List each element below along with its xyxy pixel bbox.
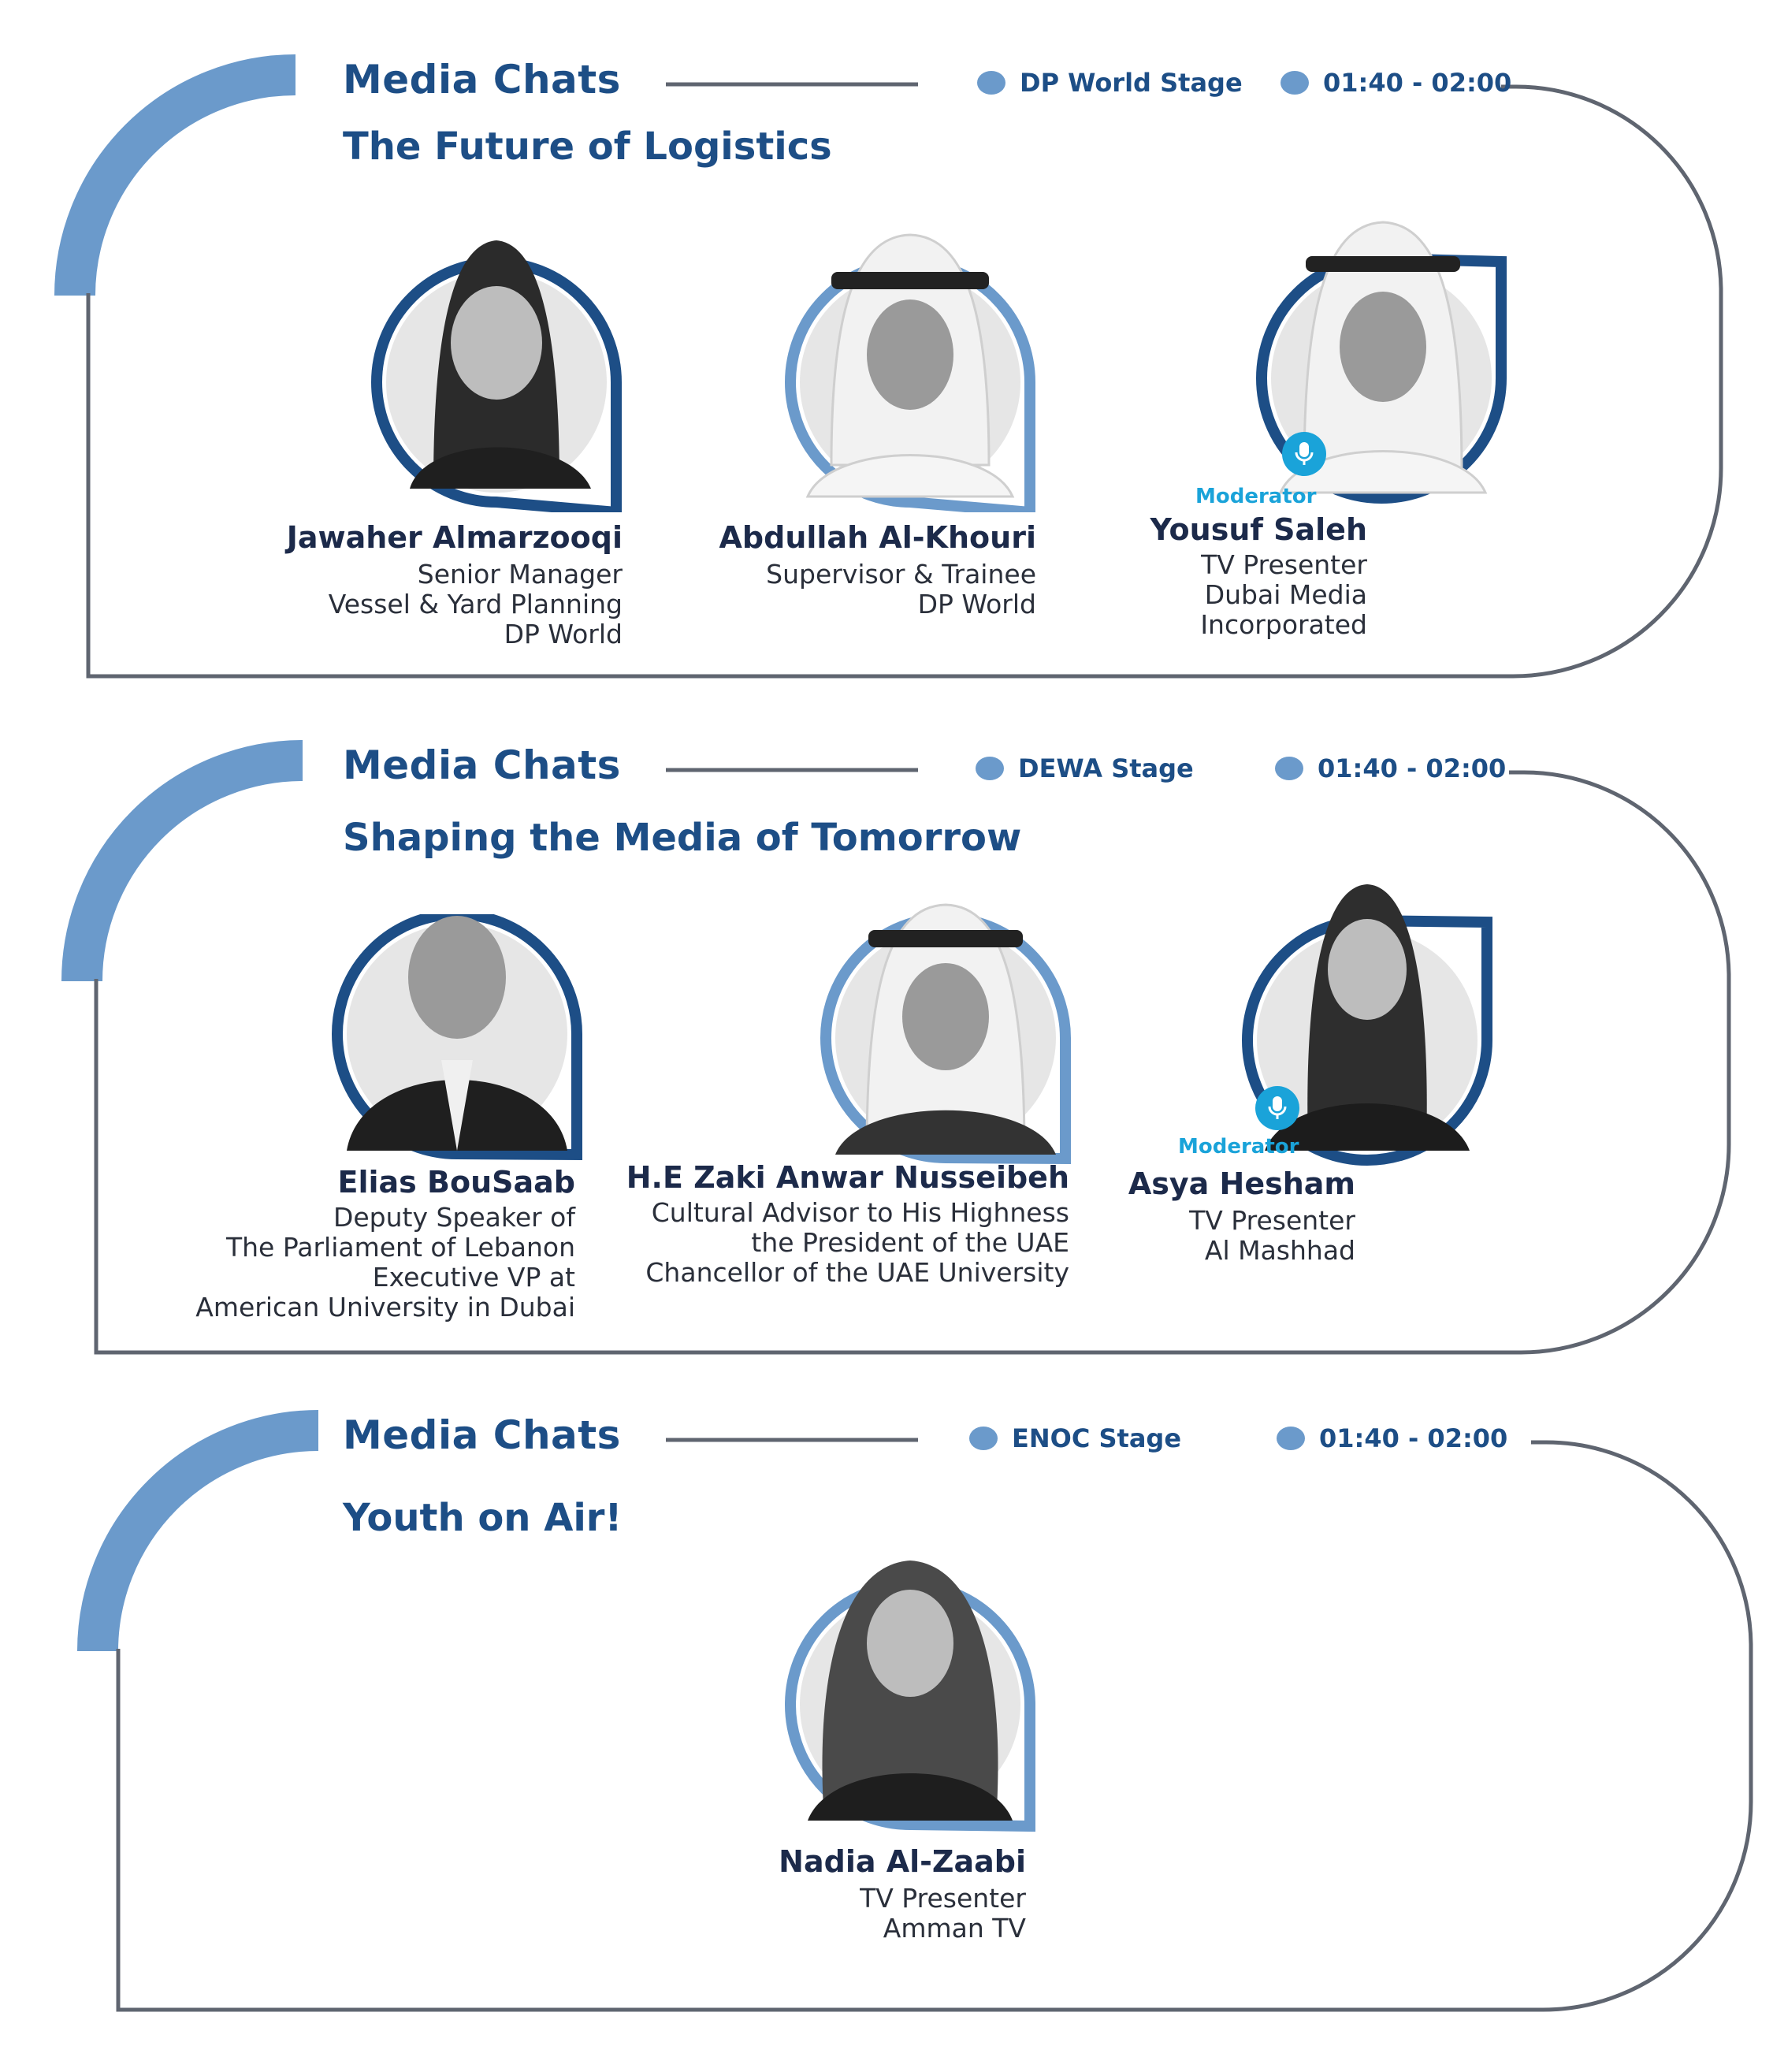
dot-icon <box>977 71 1005 95</box>
speaker-title-line: Al Mashhad <box>1204 1235 1355 1266</box>
stage-name: DP World Stage <box>1020 68 1243 98</box>
speaker-card: Elias BouSaab Deputy Speaker of The Parl… <box>195 914 591 1356</box>
speaker-title-line: DP World <box>504 619 623 649</box>
speaker-title-line: Amman TV <box>883 1913 1026 1944</box>
session-kicker: Media Chats <box>343 57 621 102</box>
dot-icon <box>1277 1427 1305 1450</box>
speaker-title-lines: TV Presenter Amman TV <box>860 1884 1026 1944</box>
dot-icon <box>969 1427 998 1450</box>
moderator-tag: Moderator <box>1178 1135 1299 1159</box>
speaker-title-line: DP World <box>917 589 1036 619</box>
speaker-portrait <box>332 914 582 1161</box>
dot-icon <box>1275 757 1303 780</box>
speaker-portrait <box>785 233 1035 512</box>
speaker-title-line: The Parliament of Lebanon <box>225 1232 575 1263</box>
dot-icon <box>1280 71 1309 95</box>
speaker-portrait <box>1256 221 1507 504</box>
speaker-title-lines: Senior Manager Vessel & Yard Planning DP… <box>329 560 623 649</box>
session-title: Shaping the Media of Tomorrow <box>343 816 1022 860</box>
speaker-title-line: Incorporated <box>1200 609 1367 640</box>
session-card: Media Chats DP World Stage 01:40 - 02:00… <box>0 0 1773 694</box>
moderator-tag: Moderator <box>1195 485 1317 508</box>
speaker-card: Moderator Asya Hesham TV Presenter Al Ma… <box>1128 875 1501 1316</box>
speaker-portrait <box>371 240 622 512</box>
time-label: 01:40 - 02:00 <box>1275 753 1506 783</box>
session-time: 01:40 - 02:00 <box>1323 68 1512 98</box>
microphone-icon <box>1255 1086 1299 1130</box>
speaker-portrait <box>1242 884 1492 1166</box>
speaker-name: Asya Hesham <box>1128 1166 1355 1201</box>
speaker-title-lines: TV Presenter Dubai Media Incorporated <box>1200 550 1367 640</box>
session-frame <box>54 54 1723 679</box>
speaker-title-line: TV Presenter <box>860 1883 1026 1914</box>
speaker-title-line: Chancellor of the UAE University <box>645 1257 1069 1288</box>
speaker-card: Moderator Yousuf Saleh TV Presenter Duba… <box>1150 221 1517 662</box>
session-time: 01:40 - 02:00 <box>1319 1423 1508 1453</box>
dot-icon <box>976 757 1004 780</box>
stage-label: DEWA Stage <box>976 753 1194 783</box>
speaker-title-line: Cultural Advisor to His Highness <box>651 1197 1069 1228</box>
speaker-portrait <box>820 903 1071 1165</box>
speaker-title-lines: Cultural Advisor to His Highness the Pre… <box>645 1198 1069 1288</box>
session-kicker: Media Chats <box>343 742 621 788</box>
speaker-title-line: Senior Manager <box>417 559 623 590</box>
stage-name: DEWA Stage <box>1018 753 1194 783</box>
speaker-title-line: Deputy Speaker of <box>333 1202 575 1233</box>
microphone-icon <box>1282 432 1326 476</box>
speaker-name: Abdullah Al-Khouri <box>719 520 1036 555</box>
session-card: Media Chats DEWA Stage 01:40 - 02:00 Sha… <box>0 686 1773 1371</box>
speaker-title-line: American University in Dubai <box>195 1292 575 1322</box>
speaker-card: Abdullah Al-Khouri Supervisor & Trainee … <box>719 229 1044 670</box>
session-frame <box>77 1410 1753 2012</box>
speaker-card: Jawaher Almarzooqi Senior Manager Vessel… <box>287 229 630 670</box>
speaker-title-line: Executive VP at <box>372 1262 575 1293</box>
session-card: Media Chats ENOC Stage 01:40 - 02:00 You… <box>0 1356 1773 2065</box>
stage-label: DP World Stage <box>977 68 1243 98</box>
speaker-card: H.E Zaki Anwar Nusseibeh Cultural Adviso… <box>626 898 1084 1340</box>
session-title: The Future of Logistics <box>343 125 832 169</box>
speaker-title-line: Supervisor & Trainee <box>766 559 1036 590</box>
stage-label: ENOC Stage <box>969 1423 1181 1453</box>
speaker-title-line: Vessel & Yard Planning <box>328 589 623 619</box>
speaker-name: Nadia Al-Zaabi <box>779 1844 1026 1879</box>
speaker-name: Jawaher Almarzooqi <box>286 520 623 555</box>
speaker-name: H.E Zaki Anwar Nusseibeh <box>626 1160 1069 1195</box>
speaker-name: Elias BouSaab <box>337 1165 575 1200</box>
session-kicker: Media Chats <box>343 1412 621 1458</box>
speaker-title-lines: TV Presenter Al Mashhad <box>1189 1206 1355 1266</box>
session-frame <box>61 740 1731 1355</box>
session-title: Youth on Air! <box>343 1496 623 1540</box>
time-label: 01:40 - 02:00 <box>1277 1423 1507 1453</box>
stage-name: ENOC Stage <box>1012 1423 1182 1453</box>
speaker-name: Yousuf Saleh <box>1150 512 1367 547</box>
session-time: 01:40 - 02:00 <box>1318 753 1507 783</box>
time-label: 01:40 - 02:00 <box>1280 68 1511 98</box>
speaker-title-line: TV Presenter <box>1201 549 1367 580</box>
speaker-title-lines: Deputy Speaker of The Parliament of Leba… <box>195 1203 575 1322</box>
speaker-card: Nadia Al-Zaabi TV Presenter Amman TV <box>776 1549 1048 1990</box>
speaker-title-line: Dubai Media <box>1204 579 1367 610</box>
speaker-title-line: the President of the UAE <box>751 1227 1069 1258</box>
speaker-title-lines: Supervisor & Trainee DP World <box>766 560 1036 619</box>
speaker-portrait <box>785 1561 1035 1832</box>
speaker-title-line: TV Presenter <box>1189 1205 1355 1236</box>
